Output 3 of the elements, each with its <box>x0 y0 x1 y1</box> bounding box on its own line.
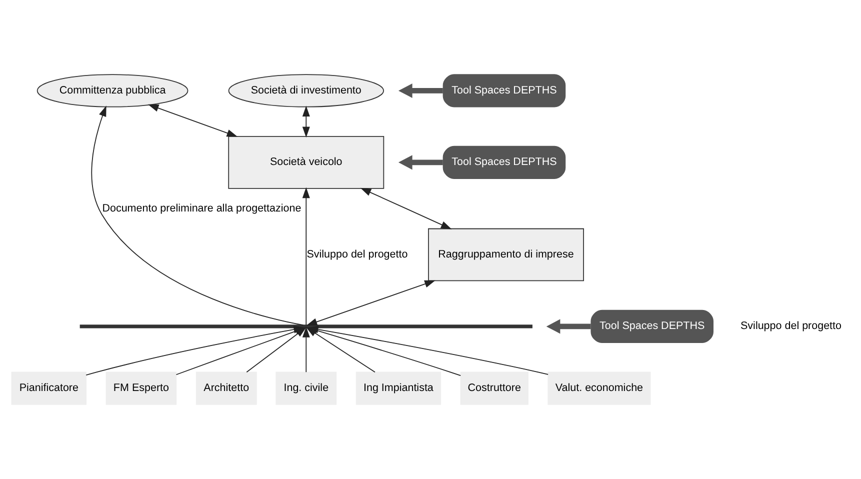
edge-label: Sviluppo del progetto <box>306 248 408 261</box>
label: Sviluppo del progetto <box>740 320 842 332</box>
edge-label: Documento preliminare alla progettazione <box>102 202 302 214</box>
